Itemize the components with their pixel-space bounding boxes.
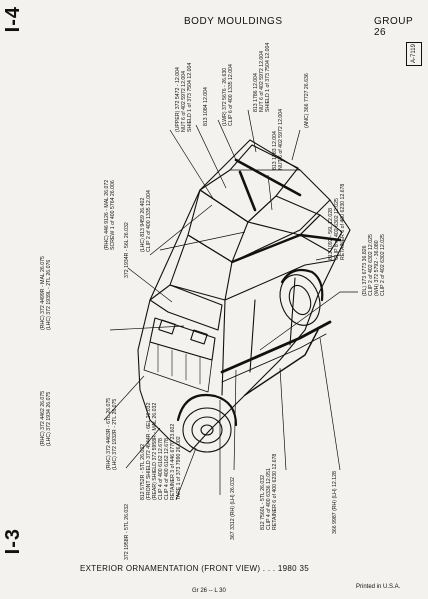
callout-lower-grille: 372 1958R - 5TL 26.032 [124,503,130,560]
callout-wheel-opening: (DL) 373 6773 36.826 CLIP 2 of 402 6302 … [362,234,386,296]
callout-door-mouldings: 812 5752R - 5TL 26.032 (FRONT SHIELD 372… [140,402,182,500]
callout-hood-rhc: (RHC) 446 9126 - MAL 26.072 SCREW 1 of 4… [104,179,116,250]
callout-roof-moulding: 813 1084 12.004 [203,87,209,126]
group-label: GROUP 26 [374,16,413,38]
printed-note: Printed in U.S.A. [356,584,401,590]
callout-lower-drip: (LWR) 372 5676 - 26.630 CLIP 6 of 400 13… [222,64,234,126]
callout-wheel-lip: 366 9987 (RH) (LH) 12.128 [332,471,338,534]
figure-caption: EXTERIOR ORNAMENTATION (FRONT VIEW) . . … [80,564,309,573]
callout-bumper-rhc: (RHC) 372 4462 26.075 (LHC) 372 1934 26.… [40,390,52,446]
callout-fender-rhc: (RHC) 372 4499R - MAL 26.075 (LHC) 372 1… [40,256,52,330]
callout-window-frame: 813 1783 12.004 NUT 6 of 402 5972 12.004 [272,108,284,170]
callout-bumper-lhc: (RHC) 372 4463R - 6TL 26.075 (LHC) 372 1… [106,397,118,470]
page-number: Gr 26 -- L 30 [192,588,226,594]
callout-upper-drip: (UPPER) 372 5472 - 12.004 NUT 6 of 402 5… [175,62,193,132]
callout-grille-frame: 372 1934R - 56L 26.032 [124,222,130,278]
callout-windshield: 813 1786 12.004 NUT 6 of 402 5972 12.004… [253,42,271,112]
section-tab-bottom: I-3 [2,528,24,555]
page-title: BODY MOULDINGS [184,16,283,27]
callout-anc: (ANC) 366 7727 26.636 [304,73,310,128]
callout-hood-lhc: (LHC) 813 9459 26.402 CLIP 2 of 400 1335… [140,190,152,252]
callout-rocker: 367 3312 (RH) (LH) 26.032 [230,477,236,540]
callout-bodyside: 812 7560L - 5TL 26.032 CLIP 4 of 400 633… [260,453,278,530]
callout-quarter: 813 1092 - 56L 12.028 CLIP 8 of 402 6302… [328,183,346,260]
